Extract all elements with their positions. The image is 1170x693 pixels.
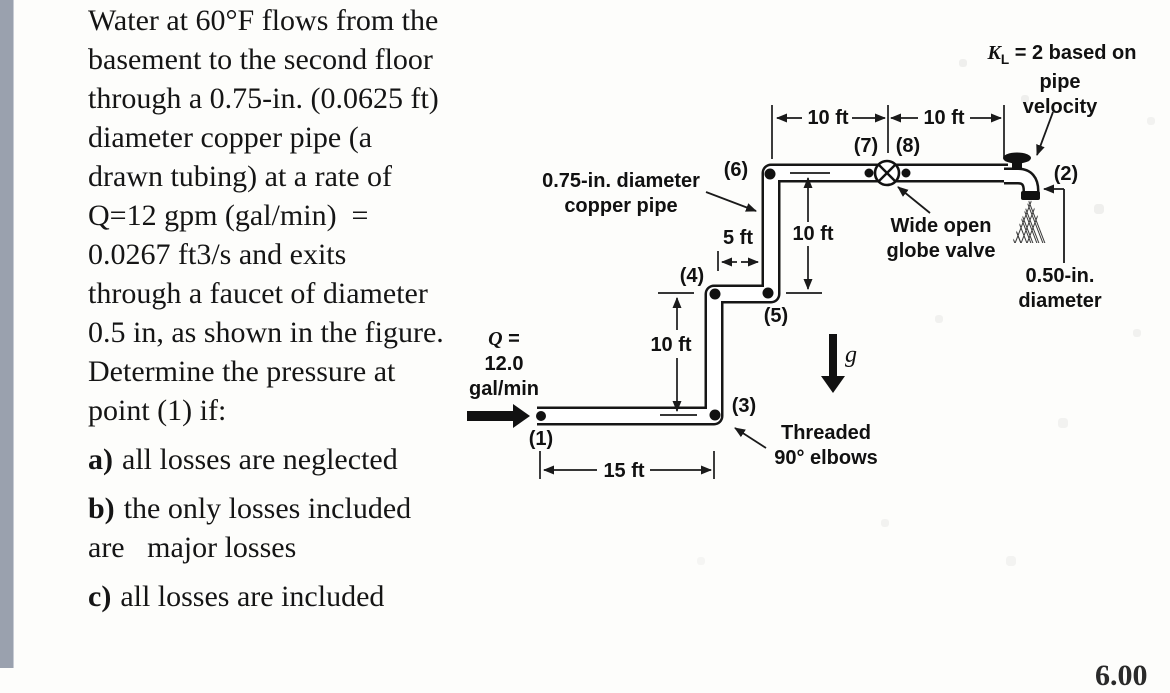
point-4-label: (4) — [679, 265, 705, 287]
point-3-dot — [709, 409, 721, 421]
kl-note-line3: velocity — [1022, 96, 1098, 118]
flow-unit: gal/min — [468, 378, 539, 400]
point-3-label: (3) — [731, 395, 757, 417]
threaded-elbow-leader — [734, 427, 767, 449]
flow-arrow-icon — [467, 404, 530, 428]
point-1-dot — [536, 411, 546, 421]
kl-note-line2: pipe — [1039, 71, 1081, 93]
dimension-lines — [539, 105, 1005, 479]
point-6-label: (6) — [723, 159, 749, 181]
slide-page: Water at 60°F flows from the basement to… — [0, 0, 1148, 692]
item-c-text: all losses are included — [120, 580, 385, 613]
pipe-diagram-svg — [467, 105, 1065, 479]
faucet-handle — [1003, 152, 1031, 164]
problem-item-c: c)all losses are included — [88, 577, 588, 616]
problem-item-b: b)the only losses included are major los… — [88, 489, 588, 567]
copper-pipe-leader — [705, 191, 757, 212]
faucet-handle-stem — [1012, 161, 1022, 170]
point-6-dot — [764, 168, 776, 180]
flow-value: 12.0 — [484, 353, 524, 375]
point-7-dot — [864, 168, 874, 178]
point-1-label: (1) — [528, 428, 554, 450]
kl-text: = 2 based on — [1009, 42, 1137, 64]
faucet-diameter-label: 0.50-in.diameter — [1018, 265, 1102, 312]
problem-statement: Water at 60°F flows from the basement to… — [88, 1, 588, 616]
item-b-text: the only losses included are major losse… — [88, 492, 412, 564]
item-c-label: c) — [88, 580, 112, 613]
kl-note-leader — [1036, 111, 1054, 156]
centerline-ticks — [660, 172, 830, 416]
point-dots — [536, 168, 911, 421]
item-b-label: b) — [88, 492, 115, 525]
globe-valve-leader — [897, 186, 931, 214]
dim-riser-lower: 10 ft — [650, 334, 692, 356]
point-8-dot — [901, 168, 911, 178]
point-7-label: (7) — [853, 135, 879, 157]
left-gray-strip — [0, 0, 14, 668]
dim-top-left: 10 ft — [807, 107, 849, 129]
page-number-partial: 6.00 — [1095, 659, 1148, 692]
point-5-label: (5) — [763, 305, 789, 327]
point-4-dot — [709, 288, 721, 300]
dim-run-upper: 5 ft — [723, 227, 753, 249]
point-5-dot — [762, 287, 774, 299]
point-2-label: (2) — [1053, 163, 1079, 185]
dim-riser-upper: 10 ft — [792, 223, 834, 245]
problem-intro: Water at 60°F flows from the basement to… — [88, 4, 444, 427]
point-8-label: (8) — [895, 135, 921, 157]
item-a-text: all losses are neglected — [122, 443, 398, 476]
dim-top-right: 10 ft — [923, 107, 965, 129]
gravity-label: g — [845, 342, 857, 368]
kl-note: KL = 2 based on — [978, 41, 1146, 72]
gravity-arrow-icon — [821, 334, 845, 393]
leader-arrows — [705, 111, 1065, 449]
item-a-label: a) — [88, 443, 113, 476]
kl-subscript: L — [1000, 52, 1010, 67]
water-spray-icon — [1012, 198, 1049, 243]
globe-valve-symbol — [873, 159, 901, 187]
dim-run-lower: 15 ft — [603, 460, 645, 482]
kl-symbol: K — [987, 42, 1001, 64]
flow-q-symbol: Q — [488, 328, 503, 350]
faucet-outlet — [1021, 191, 1040, 200]
problem-item-a: a) all losses are neglected — [88, 440, 588, 479]
